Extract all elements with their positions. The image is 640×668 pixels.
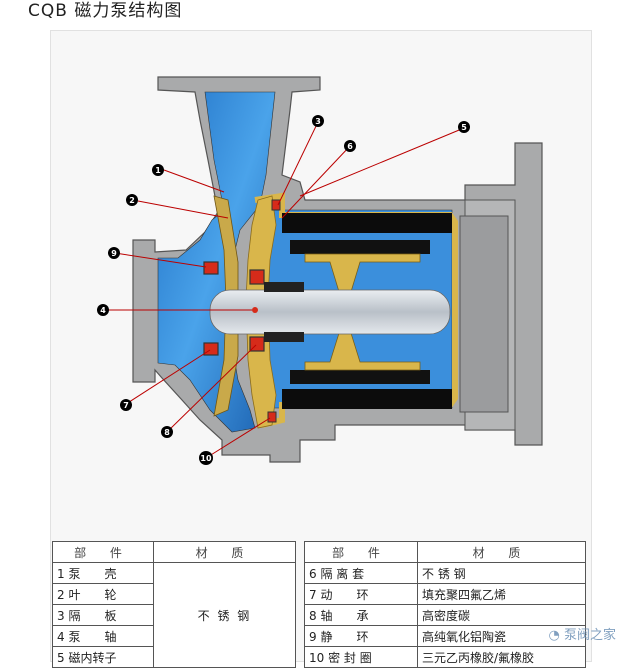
watermark-text: 泵阀之家 bbox=[563, 628, 616, 643]
watermark: ◔ 泵阀之家 bbox=[549, 624, 617, 643]
outer-magnet-bottom bbox=[282, 389, 452, 409]
svg-text:7: 7 bbox=[123, 401, 129, 410]
svg-text:2: 2 bbox=[129, 196, 135, 205]
left-table-header-material: 材 质 bbox=[153, 541, 296, 563]
callout-3: 3 bbox=[312, 115, 324, 127]
outer-magnet-top bbox=[282, 213, 452, 233]
bearing-top bbox=[264, 282, 304, 292]
svg-text:3: 3 bbox=[315, 117, 321, 126]
svg-text:6: 6 bbox=[347, 142, 353, 151]
callout-4: 4 bbox=[97, 304, 109, 316]
right-table-material: 不 锈 钢 bbox=[417, 562, 586, 584]
sleeve-seal-bottom bbox=[267, 411, 277, 423]
static-ring-top bbox=[203, 261, 219, 275]
svg-text:5: 5 bbox=[461, 123, 467, 132]
static-ring-bottom bbox=[203, 342, 219, 356]
pump-diagram: 1 2 3 6 5 9 4 7 8 10 bbox=[97, 76, 543, 465]
svg-text:10: 10 bbox=[200, 454, 212, 463]
wechat-icon: ◔ bbox=[548, 628, 560, 643]
callout-8: 8 bbox=[161, 426, 173, 438]
shaft-center bbox=[252, 307, 258, 313]
pump-shaft bbox=[209, 289, 451, 335]
right-table-part: 8 轴 承 bbox=[304, 604, 418, 626]
bearing-bottom bbox=[264, 332, 304, 342]
callout-7: 7 bbox=[120, 399, 132, 411]
right-table-part: 9 静 环 bbox=[304, 625, 418, 647]
left-material-table: 部 件 材 质 1 泵 壳 不 锈 钢 2 叶 轮 3 隔 板 4 泵 轴 5 … bbox=[52, 541, 296, 668]
right-table-material: 高密度碳 bbox=[417, 604, 586, 626]
svg-text:9: 9 bbox=[111, 249, 117, 258]
left-table-part: 3 隔 板 bbox=[52, 604, 154, 626]
inner-rotor bbox=[304, 253, 421, 371]
callout-2: 2 bbox=[126, 194, 138, 206]
right-table-part: 7 动 环 bbox=[304, 583, 418, 605]
left-table-part: 4 泵 轴 bbox=[52, 625, 154, 647]
svg-text:8: 8 bbox=[164, 428, 170, 437]
page-title: CQB 磁力泵结构图 bbox=[28, 1, 183, 21]
left-table-part: 2 叶 轮 bbox=[52, 583, 154, 605]
left-table-header-part: 部 件 bbox=[52, 541, 154, 563]
callout-10: 10 bbox=[199, 451, 213, 465]
inner-magnet-bottom bbox=[290, 370, 430, 384]
left-table-part: 5 磁内转子 bbox=[52, 646, 154, 668]
svg-text:4: 4 bbox=[100, 306, 106, 315]
right-table-header-material: 材 质 bbox=[417, 541, 586, 563]
right-table-part: 10 密 封 圈 bbox=[304, 646, 418, 668]
bearing-seal-top bbox=[249, 269, 265, 285]
right-table-material: 高纯氧化铝陶瓷 bbox=[417, 625, 586, 647]
svg-text:1: 1 bbox=[155, 166, 161, 175]
leader-lines bbox=[104, 121, 465, 459]
isolation-sleeve bbox=[254, 192, 458, 428]
callout-9: 9 bbox=[108, 247, 120, 259]
right-table-material: 填充聚四氟乙烯 bbox=[417, 583, 586, 605]
callout-5: 5 bbox=[458, 121, 470, 133]
left-table-part: 1 泵 壳 bbox=[52, 562, 154, 584]
callout-6: 6 bbox=[344, 140, 356, 152]
right-material-table: 部 件 材 质 6 隔 离 套不 锈 钢 7 动 环填充聚四氟乙烯 8 轴 承高… bbox=[304, 541, 586, 668]
inner-magnet-top bbox=[290, 240, 430, 254]
left-table-material: 不 锈 钢 bbox=[153, 562, 296, 668]
outer-magnet-holder bbox=[459, 215, 509, 413]
sleeve-seal-top bbox=[271, 199, 281, 211]
right-table-header-part: 部 件 bbox=[304, 541, 418, 563]
right-table-material: 三元乙丙橡胶/氟橡胶 bbox=[417, 646, 586, 668]
callout-1: 1 bbox=[152, 164, 164, 176]
right-table-part: 6 隔 离 套 bbox=[304, 562, 418, 584]
